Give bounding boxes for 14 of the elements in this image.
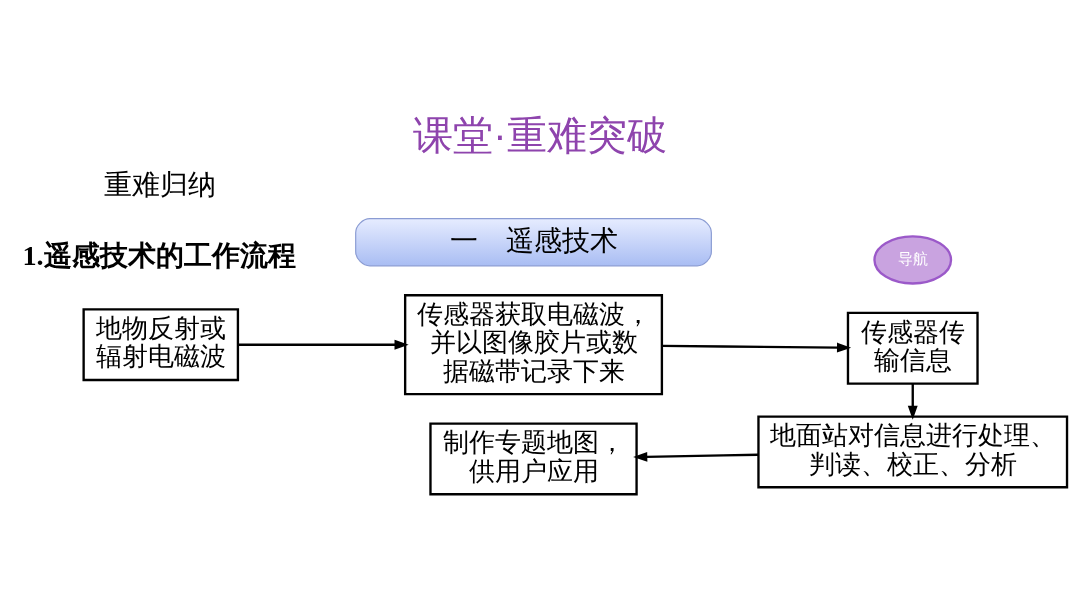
node-ellipse: 导航 [873,234,953,285]
node-box: 一 遥感技术 [355,217,712,266]
label: 重难归纳 [103,168,216,200]
arrow [907,383,918,420]
arrow [238,339,409,350]
node-box: 传感器获取电磁波，并以图像胶片或数据磁带记录下来 [403,293,664,395]
label: 1.遥感技术的工作流程 [22,239,296,271]
arrow [633,451,759,462]
node-box: 地物反射或辐射电磁波 [82,307,240,381]
diagram-title: 课堂·重难突破 [413,112,667,157]
arrow [662,342,852,353]
node-box: 地面站对信息进行处理、判读、校正、分析 [757,414,1069,488]
node-box: 传感器传输信息 [846,311,979,385]
node-box: 制作专题地图，供用户应用 [429,421,638,495]
